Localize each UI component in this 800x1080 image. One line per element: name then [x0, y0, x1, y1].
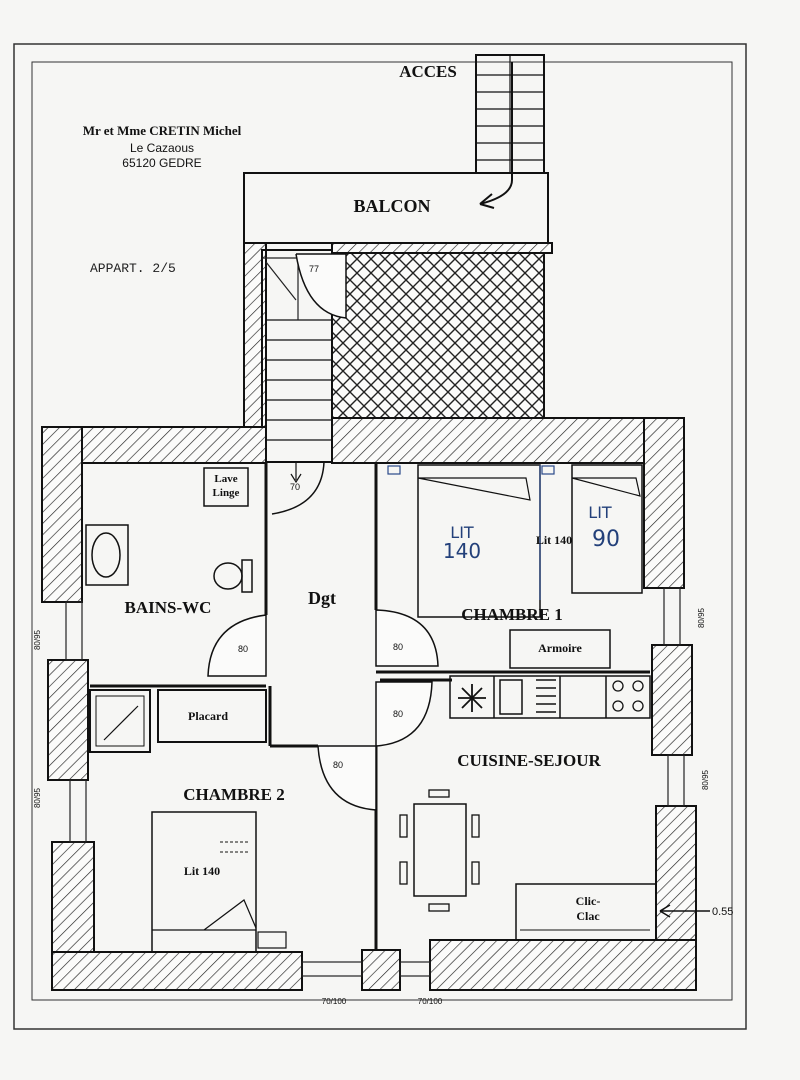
balcon-label: BALCON — [353, 196, 430, 216]
win-right-2-label: 80/95 — [701, 769, 710, 790]
kitchen-counter — [449, 675, 651, 719]
door-77-swing — [295, 253, 347, 319]
wall-right-mid — [651, 644, 693, 756]
shower-diagonal — [103, 705, 139, 741]
door-ch1-swing — [375, 609, 439, 667]
door-bains-swing — [207, 614, 267, 677]
lit-140-hand-1: LIT — [450, 523, 474, 542]
placard-label: Placard — [188, 709, 228, 723]
bed-90-ch1 — [571, 464, 643, 594]
bed-140-ch2 — [151, 811, 257, 953]
acces-arrow — [479, 62, 513, 205]
door-80-d-label: 80 — [333, 760, 343, 770]
stairwell-steps — [266, 319, 332, 441]
clic-clac — [515, 883, 657, 941]
wall-bottom-left — [51, 951, 303, 991]
wall-right-upper — [643, 417, 685, 589]
door-77-label: 77 — [309, 264, 319, 274]
chambre2-label: CHAMBRE 2 — [183, 785, 285, 804]
placard — [157, 689, 267, 743]
clic-clac-label-1: Clic- — [576, 894, 601, 908]
acces-label: ACCES — [399, 62, 457, 81]
wall-left-upper — [41, 426, 83, 603]
clic-clac-label-2: Clac — [576, 909, 600, 923]
lit-140-printed: Lit 140 — [536, 533, 572, 547]
page-frame — [13, 43, 747, 1030]
lave-linge-label-1: Lave — [214, 473, 237, 485]
inner-frame — [31, 61, 733, 1001]
door-ch2-swing — [317, 745, 377, 811]
win-left-2-label: 80/95 — [33, 787, 42, 808]
bed-140-pillow — [417, 477, 531, 501]
armoire — [509, 629, 611, 669]
dgt-label: Dgt — [308, 588, 336, 608]
owner-address-1: Le Cazaous — [130, 141, 194, 155]
armoire-label: Armoire — [538, 641, 582, 655]
height-arrowhead-icon — [659, 904, 671, 918]
lattice-area — [331, 249, 545, 419]
lit-140-hand-2: 140 — [443, 539, 481, 563]
windows — [65, 587, 685, 977]
wc-tank — [241, 559, 253, 593]
stairwell-turn — [262, 257, 299, 320]
chairs — [399, 789, 480, 912]
win-bottom-2-label: 70/100 — [418, 997, 443, 1006]
acces-arrowhead-icon — [479, 193, 495, 209]
door-70-arrow-icon — [290, 473, 302, 484]
snowflake-icon — [458, 684, 486, 712]
shower — [89, 689, 151, 753]
chambre1-label: CHAMBRE 1 — [461, 605, 563, 624]
dining-table — [413, 803, 467, 897]
lave-linge — [203, 467, 249, 507]
lit-90-hand-2: 90 — [592, 527, 620, 552]
bed-ch2-cover — [203, 899, 257, 931]
door-80-b-label: 80 — [393, 642, 403, 652]
washbasin-bowl-icon — [91, 532, 121, 578]
wall-top-right — [331, 417, 685, 464]
wc-bowl-icon — [213, 562, 243, 590]
door-cuisine-swing — [375, 681, 433, 747]
owner-address-2: 65120 GEDRE — [122, 156, 201, 170]
hob-icon — [612, 680, 644, 712]
washbasin — [85, 524, 129, 586]
bains-wc-label: BAINS-WC — [125, 598, 212, 617]
height-055-label: 0.55 — [712, 906, 733, 918]
wall-left-mid — [47, 659, 89, 781]
apartment-label: APPART. 2/5 — [90, 261, 176, 276]
owner-name: Mr et Mme CRETIN Michel — [83, 123, 242, 138]
wall-bottom-right — [429, 939, 697, 991]
lit-90-hand-1: LIT — [588, 503, 612, 522]
door-80-c-label: 80 — [393, 709, 403, 719]
win-left-1-label: 80/95 — [33, 629, 42, 650]
bed-90-pillow — [571, 477, 641, 497]
wall-bottom-mid — [361, 949, 401, 991]
cuisine-sejour-label: CUISINE-SEJOUR — [457, 751, 601, 770]
lave-linge-label-2: Linge — [213, 487, 240, 499]
door-70-swing — [271, 461, 325, 515]
door-80-a-label: 80 — [238, 644, 248, 654]
lit-140-ch2-label: Lit 140 — [184, 864, 220, 878]
door-70-label: 70 — [290, 482, 300, 492]
interior-walls — [90, 463, 650, 950]
win-right-1-label: 80/95 — [697, 607, 706, 628]
acces-stair-steps — [476, 55, 544, 173]
lattice-wall — [331, 242, 553, 254]
win-bottom-1-label: 70/100 — [322, 997, 347, 1006]
